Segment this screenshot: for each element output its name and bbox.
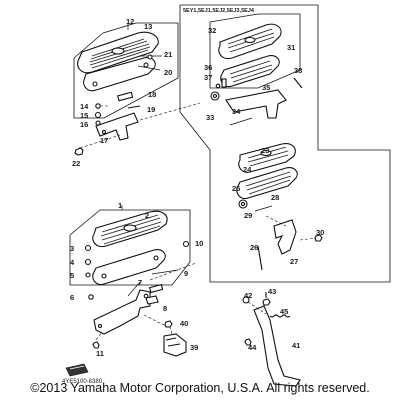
callout-7: 7 bbox=[138, 278, 142, 287]
callout-44: 44 bbox=[248, 343, 257, 352]
callout-24: 24 bbox=[243, 165, 252, 174]
callout-6: 6 bbox=[70, 293, 74, 302]
sidestand-41 bbox=[253, 305, 301, 387]
front-direction-icon bbox=[65, 363, 89, 377]
callout-5: 5 bbox=[70, 271, 74, 280]
callout-2: 2 bbox=[145, 211, 149, 220]
callout-41: 41 bbox=[292, 341, 300, 350]
bracket-8 bbox=[93, 289, 151, 335]
callout-36: 36 bbox=[204, 63, 212, 72]
footboard-plate-31 bbox=[220, 55, 280, 88]
callout-12: 12 bbox=[126, 17, 134, 26]
callout-32: 32 bbox=[208, 26, 216, 35]
bracket-35 bbox=[225, 89, 287, 119]
callout-17: 17 bbox=[100, 136, 108, 145]
callout-28: 28 bbox=[271, 193, 279, 202]
callout-31: 31 bbox=[287, 43, 295, 52]
callout-33: 33 bbox=[206, 113, 214, 122]
callout-25: 25 bbox=[232, 184, 240, 193]
callout-22: 22 bbox=[72, 159, 80, 168]
bracket-27 bbox=[273, 219, 297, 255]
callout-4: 4 bbox=[70, 258, 75, 267]
footboard-assembly-upper-left bbox=[73, 22, 201, 156]
callout-38: 38 bbox=[294, 66, 302, 75]
callout-1: 1 bbox=[118, 201, 122, 210]
variant-outline bbox=[179, 4, 391, 283]
callout-37: 37 bbox=[204, 73, 212, 82]
diagram-id: 4YE5100-8380 bbox=[62, 379, 103, 385]
group-outline-12 bbox=[73, 22, 179, 119]
callout-19: 19 bbox=[147, 105, 155, 114]
callout-30: 30 bbox=[316, 228, 324, 237]
footboard-plate-1 bbox=[92, 249, 166, 286]
callout-16: 16 bbox=[80, 120, 88, 129]
callout-11: 11 bbox=[96, 349, 104, 358]
bracket-17 bbox=[95, 112, 139, 141]
callout-29: 29 bbox=[244, 211, 252, 220]
footboard-plate-24 bbox=[236, 167, 298, 200]
callout-labels: 12 13 21 20 18 19 14 15 16 17 22 5EY1,5E… bbox=[62, 8, 324, 385]
spring-45 bbox=[269, 314, 291, 318]
callout-8: 8 bbox=[163, 304, 167, 313]
callout-39: 39 bbox=[190, 343, 198, 352]
copyright-notice: ©2013 Yamaha Motor Corporation, U.S.A. A… bbox=[30, 381, 370, 395]
callout-43: 43 bbox=[268, 287, 276, 296]
callout-20: 20 bbox=[164, 68, 172, 77]
callout-9: 9 bbox=[184, 269, 188, 278]
model-variants: 5EY1,5EJ1,5EJ2,5EJ3,5EJ4 bbox=[183, 8, 255, 14]
callout-26: 26 bbox=[250, 243, 258, 252]
callout-35: 35 bbox=[262, 83, 270, 92]
callout-3: 3 bbox=[70, 244, 74, 253]
callout-18: 18 bbox=[148, 90, 156, 99]
callout-13: 13 bbox=[144, 22, 152, 31]
callout-42: 42 bbox=[244, 291, 252, 300]
footboard-assembly-lower-left bbox=[69, 205, 197, 357]
callout-21: 21 bbox=[164, 50, 172, 59]
callout-27: 27 bbox=[290, 257, 298, 266]
sidestand-assembly bbox=[242, 292, 301, 387]
variant-box-right bbox=[179, 4, 391, 283]
callout-40: 40 bbox=[180, 319, 188, 328]
callout-23: 23 bbox=[261, 146, 269, 155]
callout-14: 14 bbox=[80, 102, 89, 111]
callout-34: 34 bbox=[232, 107, 241, 116]
callout-15: 15 bbox=[80, 111, 88, 120]
callout-45: 45 bbox=[280, 307, 288, 316]
group-outline-1 bbox=[69, 209, 191, 286]
callout-10: 10 bbox=[195, 239, 203, 248]
